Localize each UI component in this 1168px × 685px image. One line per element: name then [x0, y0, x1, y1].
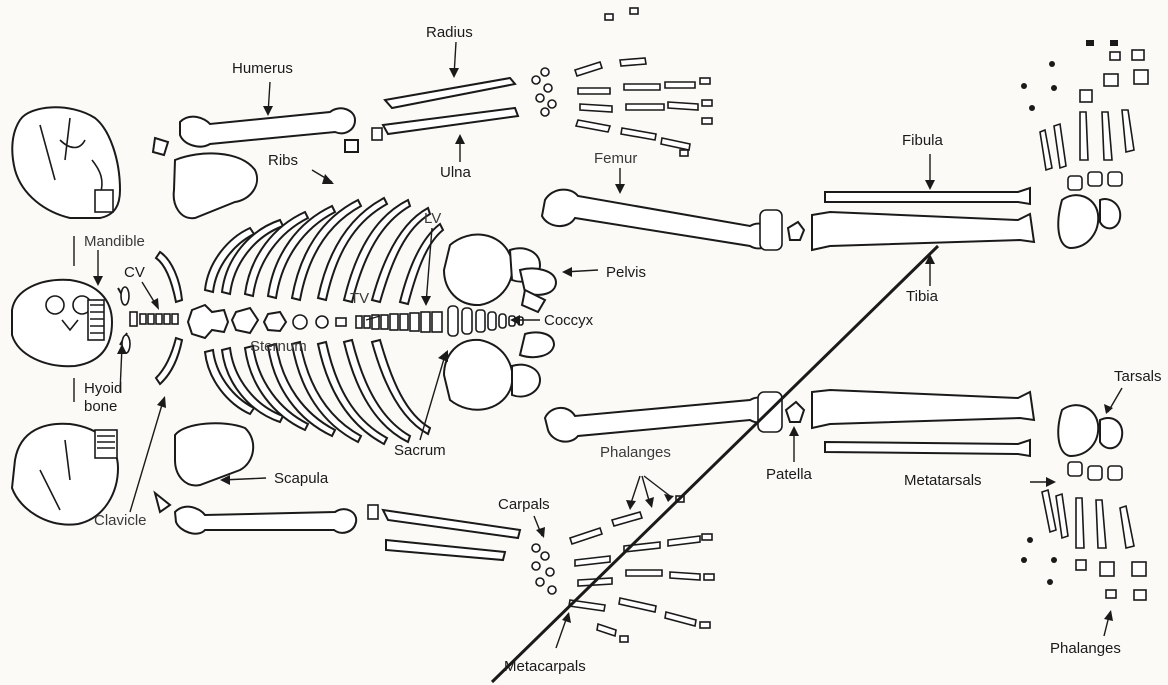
clavicle-lower	[156, 338, 182, 384]
clavicle-piece	[155, 493, 170, 512]
ulna-lower	[386, 540, 505, 560]
label-scapula: Scapula	[274, 470, 328, 487]
label-ulna: Ulna	[440, 164, 471, 181]
label-coccyx: Coccyx	[544, 312, 593, 329]
radius-upper	[385, 78, 515, 108]
label-tarsals: Tarsals	[1114, 368, 1162, 385]
hand-lower	[532, 496, 714, 642]
label-cv: CV	[124, 264, 145, 281]
skull-front	[12, 280, 112, 366]
label-sacrum: Sacrum	[394, 442, 446, 459]
tibia-upper	[812, 212, 1034, 250]
foot-upper	[1021, 40, 1148, 248]
ribs-upper	[205, 198, 443, 304]
patella-lower	[786, 402, 804, 422]
pelvis-upper	[444, 235, 556, 312]
clavicle-upper	[156, 252, 182, 302]
scapula-lower	[175, 423, 253, 485]
label-mandible: Mandible	[84, 233, 145, 250]
label-ribs: Ribs	[268, 152, 298, 169]
label-pelvis: Pelvis	[606, 264, 646, 281]
label-hyoid-2: bone	[84, 398, 117, 415]
ulna-upper	[383, 108, 518, 134]
label-clavicle: Clavicle	[94, 512, 147, 529]
label-radius: Radius	[426, 24, 473, 41]
thoracic-vertebrae	[356, 312, 442, 332]
femur-upper	[542, 190, 772, 249]
label-phalanges-foot: Phalanges	[1050, 640, 1121, 657]
skull-bottom	[12, 424, 118, 525]
foot-lower	[1021, 405, 1146, 600]
sacrum-coccyx	[448, 306, 523, 336]
pelvis-lower	[444, 332, 554, 409]
radius-lower	[383, 510, 520, 538]
label-carpals: Carpals	[498, 496, 550, 513]
label-femur: Femur	[594, 150, 637, 167]
scapula-upper	[174, 153, 257, 218]
hand-upper	[532, 8, 712, 156]
label-metacarpals: Metacarpals	[504, 658, 586, 675]
label-patella: Patella	[766, 466, 812, 483]
label-humerus: Humerus	[232, 60, 293, 77]
label-metatarsals: Metatarsals	[904, 472, 982, 489]
femur-lower	[545, 398, 772, 442]
label-hyoid-1: Hyoid	[84, 380, 122, 397]
label-fibula: Fibula	[902, 132, 943, 149]
skull-top	[12, 107, 120, 218]
label-phalanges-hand: Phalanges	[600, 444, 671, 461]
label-lv: LV	[424, 210, 441, 227]
tibia-lower	[812, 390, 1034, 428]
humerus-lower	[175, 507, 356, 534]
label-tibia: Tibia	[906, 288, 938, 305]
label-tv: TV	[350, 290, 369, 307]
fibula-upper	[825, 188, 1030, 204]
label-sternum: Sternum	[250, 338, 307, 355]
fibula-lower	[825, 440, 1030, 456]
sternum	[188, 305, 346, 338]
cervical-vertebrae	[130, 312, 178, 326]
patella-upper	[788, 222, 804, 240]
